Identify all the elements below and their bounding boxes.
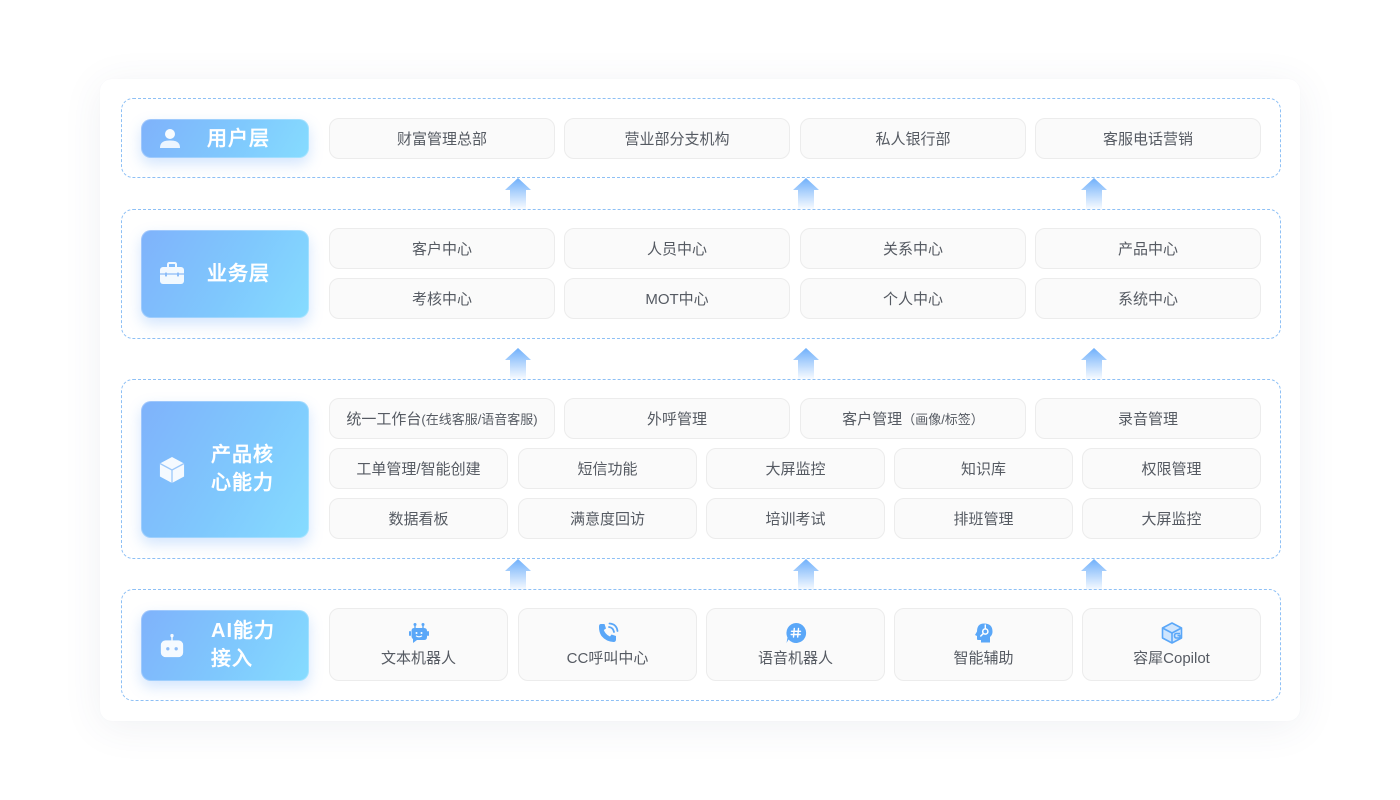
up-arrow-icon <box>505 178 531 209</box>
user-icon <box>157 126 183 152</box>
product-item-outbound-mgmt: 外呼管理 <box>564 398 790 439</box>
business-layer-tag: 业务层 <box>141 230 309 318</box>
business-layer-frame <box>121 209 1281 339</box>
cube-icon <box>159 456 185 483</box>
ai-item-copilot: 容犀Copilot <box>1082 608 1261 681</box>
product-layer-tag: 产品核 心能力 <box>141 401 309 538</box>
up-arrow-icon <box>1081 559 1107 590</box>
up-arrow-icon <box>505 348 531 379</box>
user-item-branch: 营业部分支机构 <box>564 118 790 159</box>
phone-call-icon <box>597 622 619 644</box>
user-item-private-bank: 私人银行部 <box>800 118 1026 159</box>
up-arrow-icon <box>793 348 819 379</box>
ai-item-text-bot: 文本机器人 <box>329 608 508 681</box>
product-item-big-screen: 大屏监控 <box>706 448 885 489</box>
product-item-unified-workbench: 统一工作台(在线客服/语音客服) <box>329 398 555 439</box>
briefcase-icon <box>159 261 185 287</box>
product-item-knowledge-base: 知识库 <box>894 448 1073 489</box>
product-item-satisfaction-survey: 满意度回访 <box>518 498 697 539</box>
copilot-box-icon <box>1161 621 1183 644</box>
product-layer-frame <box>121 379 1281 559</box>
ai-item-voice-bot: 语音机器人 <box>706 608 885 681</box>
up-arrow-icon <box>505 559 531 590</box>
product-layer-label: 产品核 心能力 <box>211 444 274 494</box>
ai-item-call-center: CC呼叫中心 <box>518 608 697 681</box>
up-arrow-icon <box>793 178 819 209</box>
robot-icon <box>159 633 185 659</box>
business-item-staff-center: 人员中心 <box>564 228 790 269</box>
headset-head-icon <box>973 622 995 644</box>
product-item-data-dashboard: 数据看板 <box>329 498 508 539</box>
product-item-ticket-mgmt: 工单管理/智能创建 <box>329 448 508 489</box>
user-layer-tag: 用户层 <box>141 119 309 158</box>
ai-item-smart-assist: 智能辅助 <box>894 608 1073 681</box>
up-arrow-icon <box>1081 348 1107 379</box>
product-item-training-exam: 培训考试 <box>706 498 885 539</box>
product-item-shift-scheduling: 排班管理 <box>894 498 1073 539</box>
business-item-personal-center: 个人中心 <box>800 278 1026 319</box>
product-item-permission-mgmt: 权限管理 <box>1082 448 1261 489</box>
ai-layer-label: AI能力 接入 <box>211 620 275 670</box>
user-layer-label: 用户层 <box>207 127 270 150</box>
business-item-relation-center: 关系中心 <box>800 228 1026 269</box>
hashtag-chat-icon <box>785 622 807 644</box>
business-item-product-center: 产品中心 <box>1035 228 1261 269</box>
user-item-wealth-hq: 财富管理总部 <box>329 118 555 159</box>
up-arrow-icon <box>793 559 819 590</box>
business-item-mot-center: MOT中心 <box>564 278 790 319</box>
up-arrow-icon <box>1081 178 1107 209</box>
ai-layer-frame <box>121 589 1281 701</box>
business-item-assessment-center: 考核中心 <box>329 278 555 319</box>
product-item-big-screen-2: 大屏监控 <box>1082 498 1261 539</box>
business-layer-label: 业务层 <box>207 263 270 285</box>
business-item-customer-center: 客户中心 <box>329 228 555 269</box>
ai-layer-tag: AI能力 接入 <box>141 610 309 681</box>
user-layer-frame <box>121 98 1281 178</box>
chatbot-icon <box>408 622 430 644</box>
product-item-recording-mgmt: 录音管理 <box>1035 398 1261 439</box>
product-item-sms: 短信功能 <box>518 448 697 489</box>
user-item-call-marketing: 客服电话营销 <box>1035 118 1261 159</box>
product-item-customer-mgmt: 客户管理（画像/标签） <box>800 398 1026 439</box>
business-item-system-center: 系统中心 <box>1035 278 1261 319</box>
